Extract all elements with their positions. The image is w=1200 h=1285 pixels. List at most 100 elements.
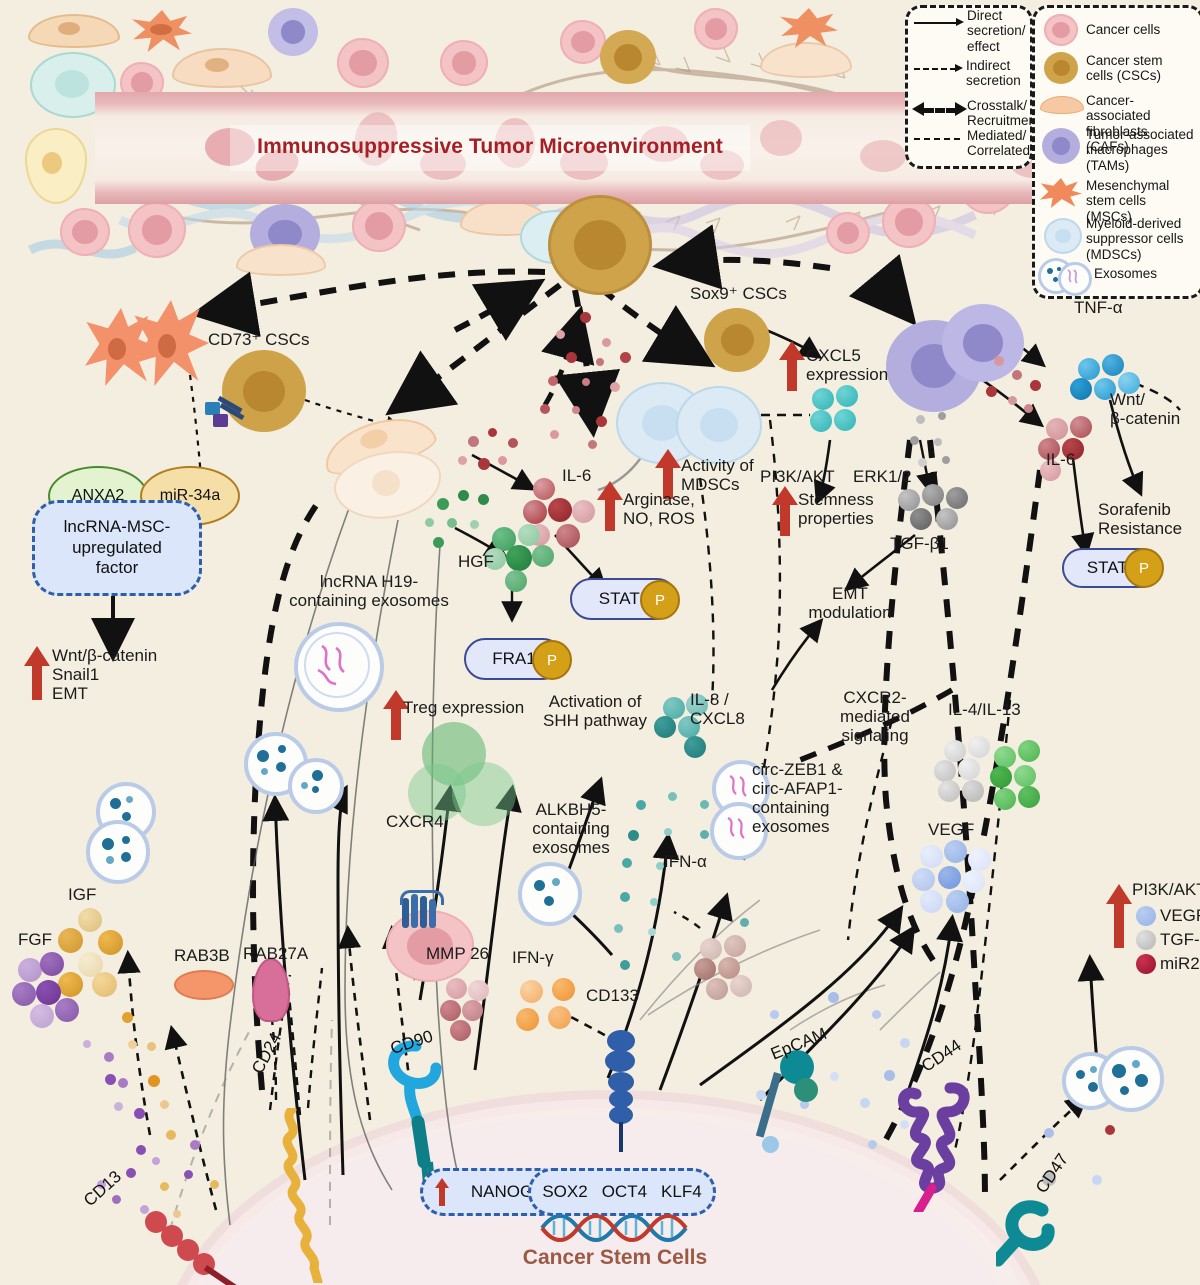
legend-csc-label: Cancer stem cells (CSCs) xyxy=(1086,53,1163,84)
rbc xyxy=(760,120,802,156)
legend-dashed-arrowhead-icon xyxy=(955,64,963,72)
fgf-label: FGF xyxy=(18,930,52,949)
csc-bg-1 xyxy=(600,30,656,84)
rbc xyxy=(560,146,608,180)
legend-crosstalk-arrowhead-left-icon xyxy=(912,102,924,116)
stat3-center-label: STAT3 xyxy=(598,589,650,608)
caf-bg-1 xyxy=(28,14,120,48)
caf-bg-5 xyxy=(760,42,852,78)
sox2-label: SOX2 xyxy=(542,1182,588,1201)
up-arrow-icon xyxy=(24,646,50,700)
vegf-label: VEGF xyxy=(928,820,975,839)
phospho-fra1: P xyxy=(532,640,572,680)
up-arrow-icon xyxy=(383,690,409,740)
tgfb1-label: TGF-β1 xyxy=(890,534,949,553)
alkbh5-label: ALKBH5- containing exosomes xyxy=(532,800,610,858)
caf-bg-2-nucleus xyxy=(205,58,229,72)
cd73-cscs-label: CD73⁺ CSCs xyxy=(208,330,310,349)
legend-direct-label: Direct secretion/ effect xyxy=(967,8,1026,54)
rab27a-vesicle xyxy=(252,958,290,1022)
ifn-alpha-label: IFN-α xyxy=(664,852,707,871)
cancer-cell-bg-3 xyxy=(60,208,110,256)
rab3b-vesicle xyxy=(174,970,234,1000)
cancer-cell-bg-9 xyxy=(882,196,936,248)
legend-dashed-arrow-icon xyxy=(914,68,956,70)
stemness-tf-node: SOX2 OCT4 KLF4 xyxy=(528,1168,716,1216)
phospho-stat3-right: P xyxy=(1124,548,1164,588)
legend-crosstalk-label: Crosstalk/ Recruitment xyxy=(967,98,1040,129)
mdsc-main-2 xyxy=(676,386,762,464)
activation-shh-label: Activation of SHH pathway xyxy=(543,692,647,731)
cd47-receptor-icon xyxy=(991,1196,1076,1285)
cd24-receptor-icon xyxy=(278,1105,338,1285)
legend-mdsc-icon xyxy=(1044,218,1082,254)
oct4-label: OCT4 xyxy=(601,1182,648,1201)
cd44-receptor-icon xyxy=(890,1072,980,1217)
cxcr4-label: CXCR4 xyxy=(386,812,444,831)
legend-crosstalk-line-icon xyxy=(924,108,956,113)
vegf-swatch xyxy=(1136,906,1156,926)
arrow-legend-box xyxy=(905,5,1033,169)
cxcr4-receptor-icon xyxy=(400,890,444,930)
legend-cancer-cells-label: Cancer cells xyxy=(1086,22,1161,37)
activity-mdsc-label: Activity of MDSCs xyxy=(681,456,754,495)
legend-csc-icon xyxy=(1044,52,1078,84)
rbc xyxy=(205,128,255,166)
sorafenib-label: Sorafenib Resistance xyxy=(1098,500,1183,539)
igf-label: IGF xyxy=(68,885,97,904)
legend-tam-label: Tumor-associated macrophages (TAMs) xyxy=(1086,127,1194,173)
cancer-cell-bg-11 xyxy=(826,212,870,254)
cd47-label: CD47 xyxy=(1032,1149,1073,1197)
cd133-label: CD133 xyxy=(586,986,639,1005)
sox9-cscs-label: Sox9⁺ CSCs xyxy=(690,284,787,303)
page-title: Immunosuppressive Tumor Microenvironment xyxy=(257,135,723,158)
msc-left-2-nucleus xyxy=(158,334,176,358)
cxcr2-label: CXCR2- mediated signaling xyxy=(840,688,910,746)
cancer-cell-bg-6 xyxy=(440,40,488,86)
il6-right-label: IL-6 xyxy=(1046,450,1076,469)
wnt-snail-emt-label: Wnt/β-catenin Snail1 EMT xyxy=(52,646,158,704)
csc-footer-label: Cancer Stem Cells xyxy=(522,1246,708,1269)
rab3b-label: RAB3B xyxy=(174,946,230,965)
banner-backdrop xyxy=(230,125,750,171)
tam-bg-1 xyxy=(268,8,318,56)
wnt-bcatenin-label: Wnt/ β-catenin xyxy=(1110,390,1181,429)
tgfb1-swatch xyxy=(1136,930,1156,950)
cxcl5-label: CXCL5 expression xyxy=(806,346,889,385)
mir34a-label: miR-34a xyxy=(159,487,221,504)
msc-left-1-nucleus xyxy=(108,338,126,360)
circ-exosome-2 xyxy=(710,802,768,860)
rab27a-label: RAB27A xyxy=(243,944,309,963)
cancer-cell-bg-8 xyxy=(694,8,738,50)
legend-caf-label: Cancer-associated fibroblasts (CAFs) xyxy=(1086,93,1151,154)
mir21-swatch xyxy=(1136,954,1156,974)
tnfa-label: TNF-α xyxy=(1074,298,1123,317)
il4-il13-label: IL-4/IL-13 xyxy=(948,700,1021,719)
rbc xyxy=(420,148,466,180)
cd73-receptor-icon xyxy=(205,395,245,427)
nanog-label: NANOG xyxy=(470,1182,534,1201)
exosome-left-2 xyxy=(288,758,344,814)
exosome-right-2 xyxy=(1098,1046,1164,1112)
dna-helix-icon xyxy=(540,1214,688,1242)
legend-mediated-line-icon xyxy=(914,138,960,140)
cancer-cell-bg-7 xyxy=(560,20,606,64)
caf-main-2-nucleus xyxy=(372,470,400,496)
sox9-csc xyxy=(704,308,770,372)
legend-indirect-label: Indirect secretion xyxy=(966,58,1021,89)
legend-msc-label: Mesenchymal stem cells (MSCs) xyxy=(1086,178,1170,224)
cd133-receptor-icon xyxy=(602,1030,640,1152)
phospho-stat3-center: P xyxy=(640,580,680,620)
rbc xyxy=(860,140,906,172)
tam-main-2 xyxy=(942,304,1024,382)
legend-exosomes-label: Exosomes xyxy=(1094,266,1158,281)
rbc xyxy=(700,150,744,180)
up-arrow-icon xyxy=(772,486,798,536)
msc-bg-1-nucleus xyxy=(150,24,172,35)
lncrna-msc-factor-node: lncRNA-MSC- upregulated factor xyxy=(32,500,202,596)
alkbh5-exosome xyxy=(518,862,582,926)
phospho-label: P xyxy=(654,591,665,609)
emt-modulation-label: EMT modulation xyxy=(808,584,892,623)
legend-mediated-label: Mediated/ Correlated xyxy=(967,128,1031,159)
